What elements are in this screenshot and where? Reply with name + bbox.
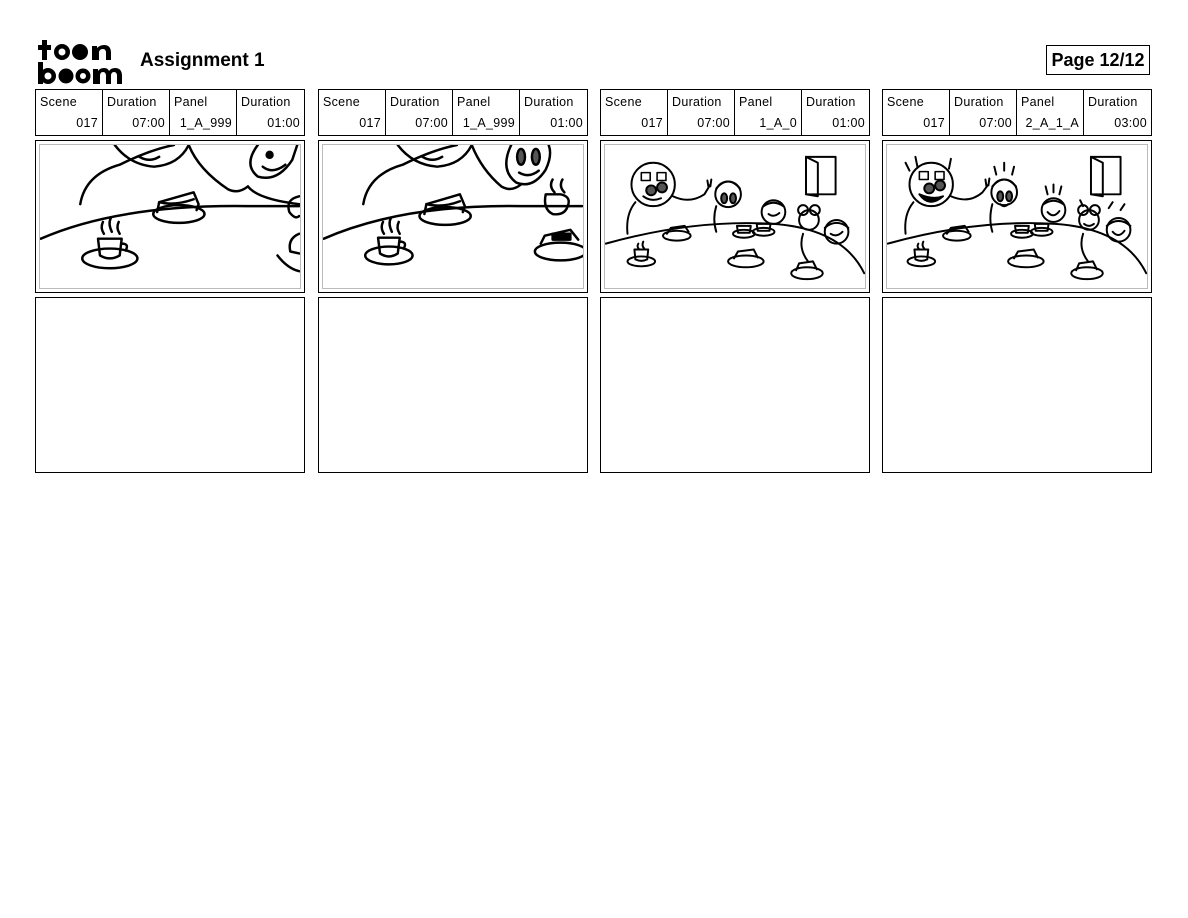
panel-image-frame[interactable] <box>600 140 870 293</box>
panel-image-frame[interactable] <box>882 140 1152 293</box>
scene-duration-cell: Duration 07:00 <box>103 90 170 135</box>
panel-duration-value: 01:00 <box>550 116 583 130</box>
scene-cell: Scene 017 <box>883 90 950 135</box>
duration-label: Duration <box>954 95 1004 109</box>
panel-cell: Panel 1_A_999 <box>170 90 237 135</box>
scene-duration-cell: Duration 07:00 <box>668 90 735 135</box>
panel-value: 1_A_999 <box>462 116 515 130</box>
project-title: Assignment 1 <box>140 50 265 71</box>
scene-value: 017 <box>641 116 663 130</box>
duration-label: Duration <box>241 95 291 109</box>
scene-value: 017 <box>359 116 381 130</box>
panel-label: Panel <box>1021 95 1055 109</box>
panel-cell: Panel 1_A_0 <box>735 90 802 135</box>
scene-duration-value: 07:00 <box>979 116 1012 130</box>
scene-cell: Scene 017 <box>601 90 668 135</box>
panel-value: 1_A_999 <box>179 116 232 130</box>
duration-label: Duration <box>1088 95 1138 109</box>
panel-notes-area[interactable] <box>35 297 305 473</box>
panel-info-header: Scene 017 Duration 07:00 Panel 2_A_1_A D… <box>882 89 1152 136</box>
storyboard-panel[interactable]: Scene 017 Duration 07:00 Panel 2_A_1_A D… <box>882 89 1152 473</box>
panel-duration-cell: Duration 01:00 <box>520 90 587 135</box>
panel-info-header: Scene 017 Duration 07:00 Panel 1_A_999 D… <box>35 89 305 136</box>
panel-value: 1_A_0 <box>759 116 797 130</box>
panel-image-frame[interactable] <box>318 140 588 293</box>
sketch-wide-table-family-excited <box>887 155 1147 281</box>
scene-duration-value: 07:00 <box>697 116 730 130</box>
panel-info-header: Scene 017 Duration 07:00 Panel 1_A_999 D… <box>318 89 588 136</box>
scene-value: 017 <box>923 116 945 130</box>
scene-cell: Scene 017 <box>319 90 386 135</box>
panel-notes-area[interactable] <box>882 297 1152 473</box>
storyboard-panel[interactable]: Scene 017 Duration 07:00 Panel 1_A_999 D… <box>35 89 305 473</box>
scene-label: Scene <box>323 95 360 109</box>
duration-label: Duration <box>390 95 440 109</box>
sketch-close-up-cake-coffee <box>40 145 300 273</box>
scene-duration-cell: Duration 07:00 <box>950 90 1017 135</box>
panel-duration-value: 03:00 <box>1114 116 1147 130</box>
scene-duration-value: 07:00 <box>415 116 448 130</box>
scene-duration-cell: Duration 07:00 <box>386 90 453 135</box>
scene-cell: Scene 017 <box>36 90 103 135</box>
scene-label: Scene <box>40 95 77 109</box>
panel-duration-cell: Duration 01:00 <box>237 90 304 135</box>
panel-image-frame[interactable] <box>35 140 305 293</box>
panel-label: Panel <box>457 95 491 109</box>
panel-notes-area[interactable] <box>600 297 870 473</box>
panel-cell: Panel 2_A_1_A <box>1017 90 1084 135</box>
panel-cell: Panel 1_A_999 <box>453 90 520 135</box>
duration-label: Duration <box>524 95 574 109</box>
panel-label: Panel <box>174 95 208 109</box>
panel-duration-cell: Duration 03:00 <box>1084 90 1151 135</box>
scene-label: Scene <box>605 95 642 109</box>
storyboard-panel[interactable]: Scene 017 Duration 07:00 Panel 1_A_0 Dur… <box>600 89 870 473</box>
panel-label: Panel <box>739 95 773 109</box>
sketch-close-up-cake-coffee-variant <box>323 145 583 266</box>
storyboard-panel[interactable]: Scene 017 Duration 07:00 Panel 1_A_999 D… <box>318 89 588 473</box>
panel-notes-area[interactable] <box>318 297 588 473</box>
panel-info-header: Scene 017 Duration 07:00 Panel 1_A_0 Dur… <box>600 89 870 136</box>
duration-label: Duration <box>806 95 856 109</box>
panel-duration-value: 01:00 <box>832 116 865 130</box>
duration-label: Duration <box>107 95 157 109</box>
page-indicator: Page 12/12 <box>1046 45 1150 75</box>
scene-label: Scene <box>887 95 924 109</box>
scene-duration-value: 07:00 <box>132 116 165 130</box>
toonboom-logo <box>38 40 122 84</box>
panel-duration-value: 01:00 <box>267 116 300 130</box>
duration-label: Duration <box>672 95 722 109</box>
panel-duration-cell: Duration 01:00 <box>802 90 869 135</box>
panel-value: 2_A_1_A <box>1025 116 1079 130</box>
scene-value: 017 <box>76 116 98 130</box>
sketch-wide-table-family <box>605 155 865 281</box>
